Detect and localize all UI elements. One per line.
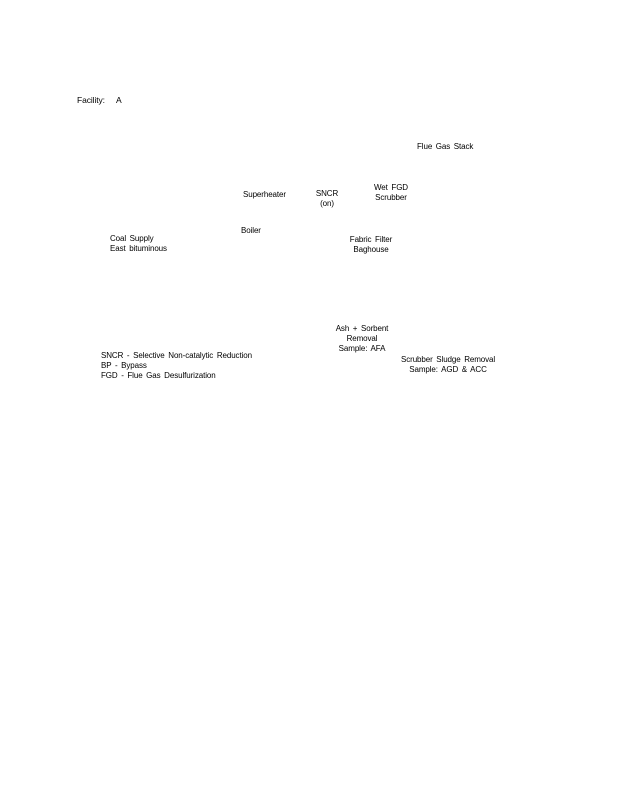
coal-supply-label: Coal Supply East bituminous [110, 234, 167, 254]
scrubber-sludge-line-2: Sample: AGD & ACC [409, 365, 487, 374]
scrubber-sludge-removal-label: Scrubber Sludge Removal Sample: AGD & AC… [401, 355, 495, 375]
fabric-filter-line-2: Baghouse [353, 245, 389, 254]
ash-sorbent-line-3: Sample: AFA [338, 344, 386, 353]
facility-label: Facility: [77, 95, 105, 105]
wet-fgd-scrubber-label: Wet FGD Scrubber [370, 183, 412, 203]
coal-supply-line-2: East bituminous [110, 244, 167, 253]
sncr-label-line-2: (on) [320, 199, 334, 208]
facility-value: A [116, 95, 122, 105]
legend-item-sncr: SNCR - Selective Non-catalytic Reduction [101, 351, 252, 360]
flue-gas-stack-label: Flue Gas Stack [417, 142, 474, 151]
wet-fgd-scrubber-line-1: Wet FGD [374, 183, 408, 192]
superheater-label: Superheater [243, 190, 286, 199]
coal-supply-line-1: Coal Supply [110, 234, 154, 243]
boiler-label: Boiler [241, 226, 261, 235]
abbreviation-legend: SNCR - Selective Non-catalytic Reduction… [101, 351, 252, 381]
fabric-filter-baghouse-label: Fabric Filter Baghouse [346, 235, 396, 255]
fabric-filter-line-1: Fabric Filter [349, 235, 393, 244]
ash-sorbent-line-1: Ash + Sorbent [335, 324, 389, 333]
ash-sorbent-line-2: Removal [346, 334, 378, 343]
legend-item-bp: BP - Bypass [101, 361, 147, 370]
legend-item-fgd: FGD - Flue Gas Desulfurization [101, 371, 216, 380]
ash-sorbent-removal-label: Ash + Sorbent Removal Sample: AFA [334, 324, 390, 354]
scrubber-sludge-line-1: Scrubber Sludge Removal [401, 355, 496, 364]
wet-fgd-scrubber-line-2: Scrubber [375, 193, 407, 202]
sncr-label: SNCR (on) [312, 189, 342, 209]
sncr-label-line-1: SNCR [315, 189, 339, 198]
